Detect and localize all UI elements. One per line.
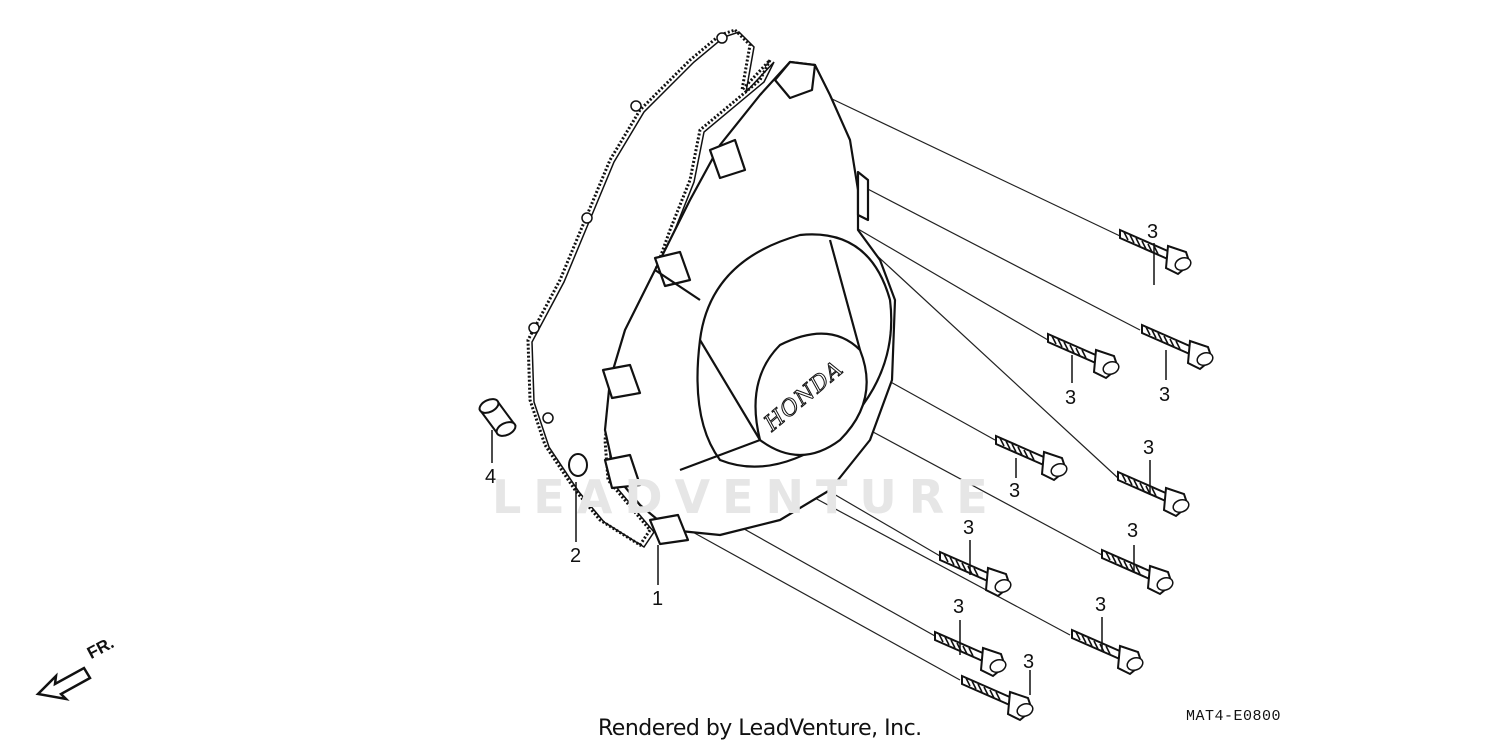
bolt	[995, 435, 1070, 481]
callout-part-3: 3	[1023, 651, 1035, 673]
gasket	[526, 28, 775, 549]
front-direction-arrow-icon	[35, 666, 92, 701]
bolt	[1101, 549, 1176, 595]
bolt	[939, 551, 1014, 597]
callout-part-3: 3	[1009, 480, 1021, 502]
bolt	[961, 675, 1036, 721]
callout-part-3: 3	[1127, 520, 1139, 542]
bolt	[1047, 333, 1122, 379]
footer-credit: Rendered by LeadVenture, Inc.	[598, 716, 922, 741]
callout-part-3: 3	[1095, 594, 1107, 616]
callout-part-3: 3	[963, 517, 975, 539]
generator-cover	[601, 60, 897, 546]
callout-part-3: 3	[1147, 221, 1159, 243]
diagram-code: MAT4-E0800	[1186, 708, 1282, 725]
bolt	[934, 631, 1009, 677]
callout-part-4: 4	[485, 466, 497, 488]
callout-part-3: 3	[1159, 384, 1171, 406]
bolt	[1071, 629, 1146, 675]
callout-leaders	[491, 243, 1167, 695]
callout-part-3: 3	[1065, 387, 1077, 409]
callout-part-3: 3	[953, 596, 965, 618]
callout-part-3: 3	[1143, 437, 1155, 459]
dowel-pin	[478, 398, 517, 437]
callout-part-1: 1	[652, 588, 664, 610]
watermark-text: LEADVENTURE	[492, 470, 1000, 524]
bolt	[1141, 324, 1216, 370]
callout-part-2: 2	[570, 545, 582, 567]
bolt	[1117, 471, 1192, 517]
